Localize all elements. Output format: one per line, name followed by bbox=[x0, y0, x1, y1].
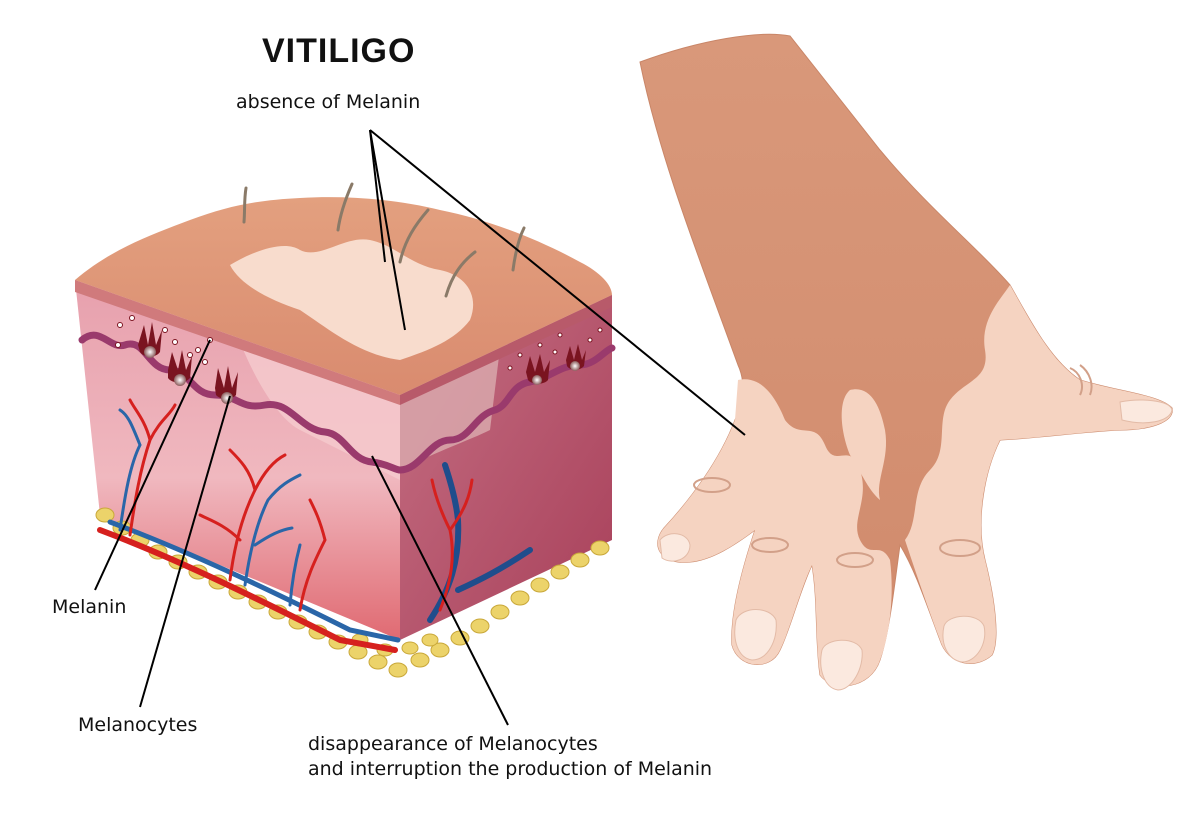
surface-edge-front bbox=[75, 280, 400, 405]
skin-cross-section bbox=[75, 182, 616, 678]
melanocyte bbox=[168, 350, 192, 386]
epidermis-line-front bbox=[78, 331, 404, 474]
fingernail-thumb bbox=[1119, 399, 1173, 424]
vitiligo-patch-right bbox=[905, 285, 1173, 664]
knuckle-creases bbox=[693, 364, 1093, 568]
fingernail-ring bbox=[734, 609, 777, 661]
leader-absence-to-hand bbox=[369, 129, 746, 436]
diagram-title: VITILIGO bbox=[262, 32, 416, 70]
leader-melanin bbox=[94, 339, 211, 591]
melanocyte bbox=[138, 322, 162, 358]
fingernails bbox=[659, 399, 1173, 691]
fingernail-pinky bbox=[659, 533, 691, 562]
vein bbox=[107, 519, 401, 643]
label-melanin: Melanin bbox=[52, 596, 127, 618]
vitiligo-patch-fingers bbox=[657, 379, 892, 686]
label-melanocytes: Melanocytes bbox=[78, 714, 198, 736]
blood-vessels bbox=[97, 398, 533, 653]
hand-illustration bbox=[639, 33, 1173, 691]
depigmented-side-zone bbox=[400, 348, 500, 470]
fingernail-index bbox=[942, 615, 986, 663]
vitiligo-patch-surface bbox=[230, 239, 474, 360]
hairs bbox=[242, 182, 526, 298]
leader-absence-to-block-2 bbox=[369, 129, 386, 263]
melanin-granules bbox=[115, 315, 603, 371]
melanocyte bbox=[526, 354, 550, 385]
artery bbox=[97, 527, 398, 653]
hand-skin bbox=[639, 33, 1173, 687]
surface-edge-side bbox=[400, 295, 612, 405]
label-disappearance-line2: and interruption the production of Melan… bbox=[308, 758, 713, 780]
leader-disappearance bbox=[371, 455, 509, 726]
leader-absence-to-block bbox=[369, 129, 406, 331]
melanocyte bbox=[566, 344, 586, 371]
label-disappearance-line1: disappearance of Melanocytes bbox=[308, 733, 598, 755]
label-absence-of-melanin: absence of Melanin bbox=[236, 91, 421, 113]
vitiligo-patch-middle bbox=[841, 389, 887, 500]
melanocyte bbox=[215, 366, 238, 404]
fingernail-middle bbox=[820, 639, 863, 691]
melanocytes bbox=[138, 322, 586, 404]
leader-lines bbox=[94, 129, 746, 726]
leader-melanocytes bbox=[139, 395, 231, 708]
